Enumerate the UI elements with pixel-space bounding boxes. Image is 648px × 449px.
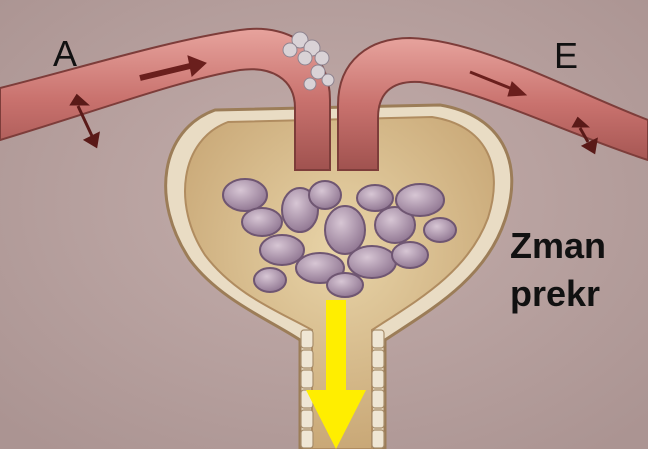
caption-line-1: Zman	[510, 222, 648, 270]
label-afferent: A	[53, 33, 77, 75]
label-efferent: E	[554, 35, 578, 77]
caption-text: Zman prekr	[510, 222, 648, 318]
caption-line-2: prekr	[510, 270, 648, 318]
